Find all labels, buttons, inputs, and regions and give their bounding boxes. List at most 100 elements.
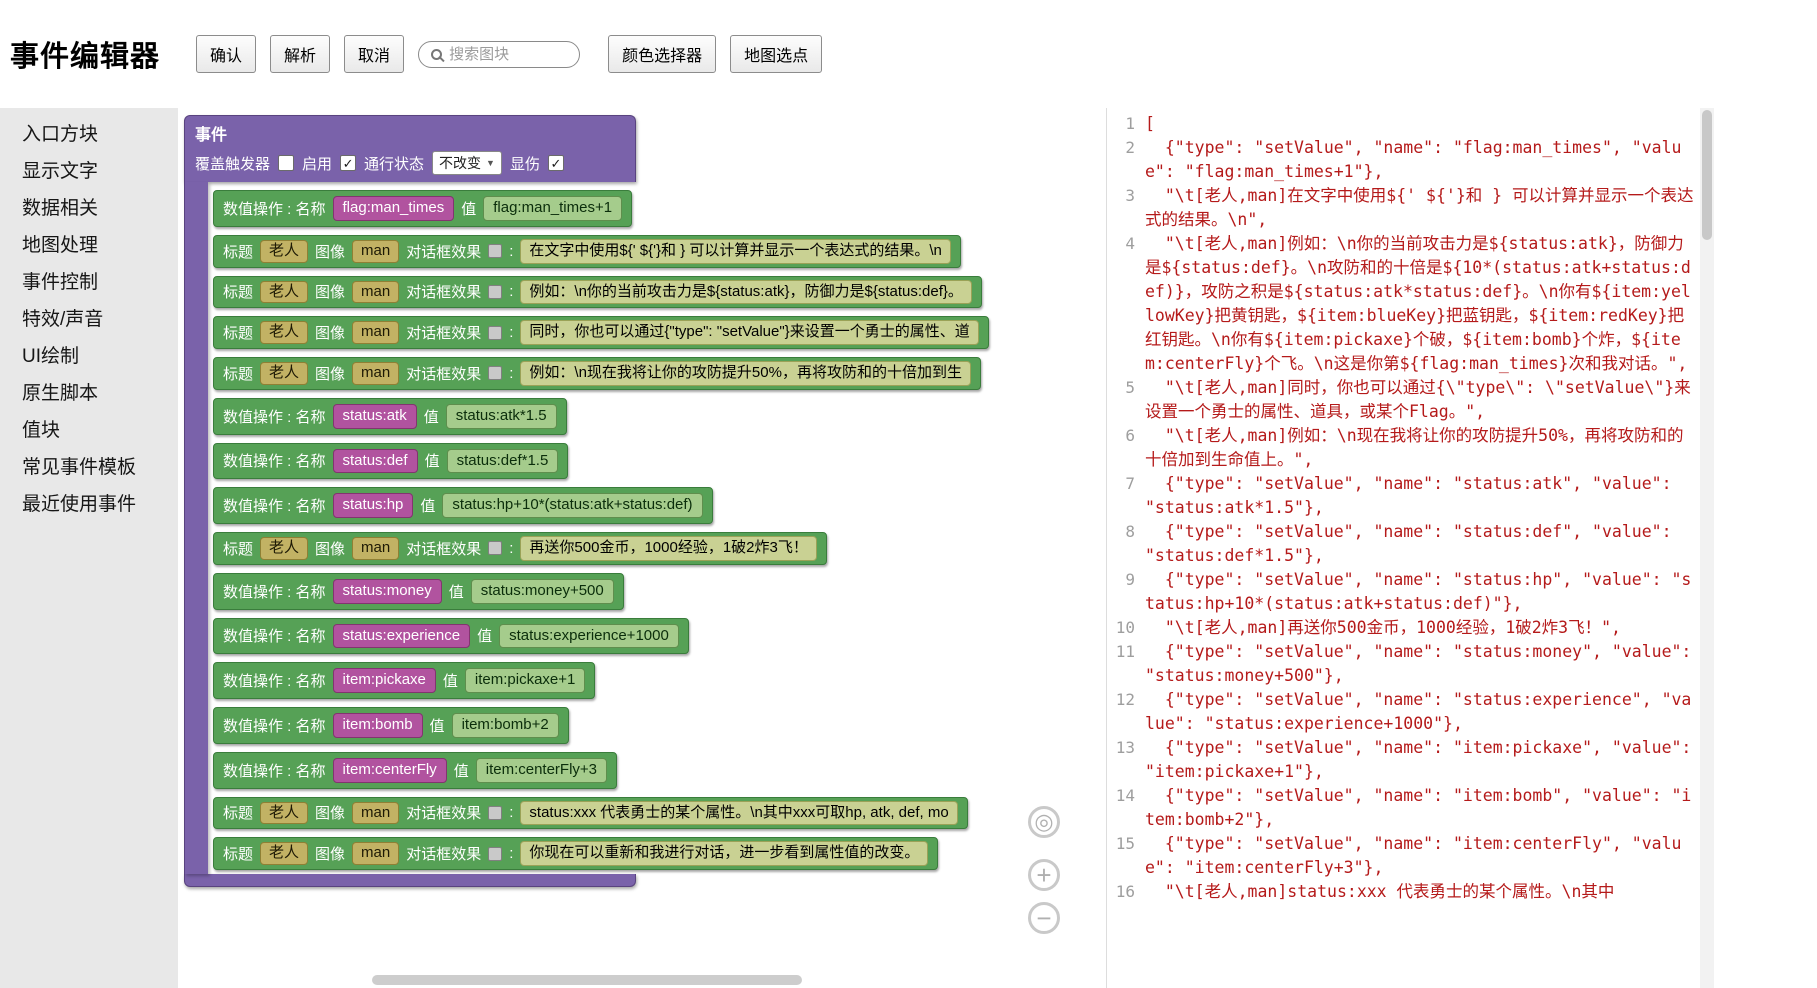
effect-checkbox[interactable] [488, 244, 503, 259]
image-field[interactable]: man [352, 537, 400, 560]
show-text-block[interactable]: 标题 老人 图像 man 对话框效果 : 你现在可以重新和我进行对话，进一步看到… [213, 837, 939, 870]
show-text-block[interactable]: 标题 老人 图像 man 对话框效果 : 同时，你也可以通过{"type": "… [213, 316, 989, 349]
image-field[interactable]: man [352, 842, 400, 865]
sidebar-item-effects-sound[interactable]: 特效/声音 [22, 309, 104, 330]
name-field[interactable]: status:atk [332, 403, 417, 429]
dialog-text-field[interactable]: status:xxx 代表勇士的某个属性。\n其中xxx可取hp, atk, d… [520, 800, 958, 826]
parse-button[interactable]: 解析 [270, 35, 331, 73]
sidebar-item-native-script[interactable]: 原生脚本 [22, 383, 99, 404]
show-text-block[interactable]: 标题 老人 图像 man 对话框效果 : 再送你500金币，1000经验，1破2… [213, 532, 827, 565]
horizontal-scrollbar[interactable] [372, 975, 802, 985]
show-text-block[interactable]: 标题 老人 图像 man 对话框效果 : status:xxx 代表勇士的某个属… [213, 796, 968, 830]
title-field[interactable]: 老人 [260, 842, 309, 865]
title-field[interactable]: 老人 [260, 321, 309, 344]
title-field[interactable]: 老人 [260, 362, 309, 385]
code-line: 2 {"type": "setValue", "name": "flag:man… [1107, 136, 1700, 184]
image-field[interactable]: man [352, 801, 400, 825]
name-field[interactable]: status:experience [332, 623, 471, 649]
vertical-scrollbar[interactable] [1700, 108, 1714, 988]
effect-checkbox[interactable] [488, 284, 503, 299]
sidebar-item-data[interactable]: 数据相关 [22, 198, 99, 219]
setvalue-block[interactable]: 数值操作 : 名称 flag:man_times 值 flag:man_time… [213, 190, 633, 227]
value-field[interactable]: item:centerFly+3 [475, 757, 608, 783]
name-field[interactable]: flag:man_times [332, 196, 455, 221]
name-field[interactable]: item:pickaxe [332, 668, 436, 693]
effect-label: 对话框效果 [406, 284, 482, 302]
value-field[interactable]: item:pickaxe+1 [464, 668, 586, 693]
value-field[interactable]: status:hp+10*(status:atk+status:def) [442, 493, 703, 518]
dialog-text-field[interactable]: 例如：\n你的当前攻击力是${status:atk}，防御力是${status:… [520, 279, 972, 305]
damage-checkbox[interactable]: ✓ [547, 155, 564, 171]
title-field[interactable]: 老人 [260, 239, 309, 263]
effect-checkbox[interactable] [488, 541, 503, 556]
enable-checkbox[interactable]: ✓ [340, 155, 357, 171]
setvalue-block[interactable]: 数值操作 : 名称 status:experience 值 status:exp… [213, 617, 689, 655]
blockly-workspace[interactable]: 事件 覆盖触发器 启用 ✓ 通行状态 不改变 ▼ 显伤 ✓ 数值操作 : 名称 [178, 108, 1106, 988]
value-field[interactable]: status:def*1.5 [446, 448, 559, 474]
setvalue-block[interactable]: 数值操作 : 名称 item:pickaxe 值 item:pickaxe+1 [213, 662, 596, 699]
value-label: 值 [429, 717, 445, 735]
color-picker-button[interactable]: 颜色选择器 [608, 35, 717, 73]
name-field[interactable]: item:bomb [332, 713, 423, 738]
name-field[interactable]: status:money [332, 578, 442, 604]
title-label: 标题 [223, 540, 254, 558]
code-editor[interactable]: 1 [ 2 {"type": "setValue", "name": "flag… [1106, 108, 1700, 988]
confirm-button[interactable]: 确认 [196, 35, 257, 73]
setvalue-block[interactable]: 数值操作 : 名称 status:money 值 status:money+50… [213, 572, 624, 610]
effect-checkbox[interactable] [488, 805, 503, 820]
image-field[interactable]: man [352, 239, 400, 263]
sidebar-item-common-templates[interactable]: 常见事件模板 [22, 457, 137, 478]
show-text-block[interactable]: 标题 老人 图像 man 对话框效果 : 例如：\n你的当前攻击力是${stat… [213, 275, 982, 309]
value-field[interactable]: status:experience+1000 [499, 623, 679, 649]
setvalue-block[interactable]: 数值操作 : 名称 status:hp 值 status:hp+10*(stat… [213, 487, 713, 524]
value-label: 值 [423, 408, 439, 426]
map-pick-button[interactable]: 地图选点 [730, 35, 823, 73]
override-trigger-checkbox[interactable] [278, 155, 295, 171]
setvalue-block[interactable]: 数值操作 : 名称 status:def 值 status:def*1.5 [213, 442, 569, 480]
setvalue-block[interactable]: 数值操作 : 名称 status:atk 值 status:atk*1.5 [213, 397, 567, 435]
event-block[interactable]: 事件 覆盖触发器 启用 ✓ 通行状态 不改变 ▼ 显伤 ✓ 数值操作 : 名称 [184, 115, 989, 887]
zoom-out-button[interactable]: − [1028, 902, 1060, 934]
dialog-text-field[interactable]: 同时，你也可以通过{"type": "setValue"}来设置一个勇士的属性、… [520, 320, 979, 345]
effect-checkbox[interactable] [488, 846, 503, 861]
value-field[interactable]: status:money+500 [470, 578, 614, 604]
search-input[interactable] [449, 45, 568, 63]
sidebar-item-event-control[interactable]: 事件控制 [22, 272, 99, 293]
name-field[interactable]: item:centerFly [332, 757, 447, 783]
image-field[interactable]: man [352, 362, 400, 385]
pass-status-dropdown[interactable]: 不改变 ▼ [432, 151, 502, 175]
sidebar-item-entry-blocks[interactable]: 入口方块 [22, 124, 99, 145]
vertical-scrollbar-thumb[interactable] [1702, 110, 1712, 240]
cancel-button[interactable]: 取消 [344, 35, 405, 73]
value-field[interactable]: flag:man_times+1 [483, 196, 623, 221]
zoom-reset-button[interactable]: ◎ [1028, 806, 1060, 838]
code-line: 13 {"type": "setValue", "name": "item:pi… [1107, 736, 1700, 784]
sidebar-item-recent-events[interactable]: 最近使用事件 [22, 494, 137, 515]
show-text-block[interactable]: 标题 老人 图像 man 对话框效果 : 例如：\n现在我将让你的攻防提升50%… [213, 357, 981, 390]
title-field[interactable]: 老人 [260, 537, 309, 560]
sidebar-item-show-text[interactable]: 显示文字 [22, 161, 99, 182]
value-field[interactable]: status:atk*1.5 [445, 403, 557, 429]
setvalue-block[interactable]: 数值操作 : 名称 item:centerFly 值 item:centerFl… [213, 751, 618, 789]
search-box[interactable] [418, 40, 581, 68]
effect-checkbox[interactable] [488, 366, 503, 381]
sidebar-item-map[interactable]: 地图处理 [22, 235, 99, 256]
name-field[interactable]: status:def [332, 448, 418, 474]
dialog-text-field[interactable]: 例如：\n现在我将让你的攻防提升50%，再将攻防和的十倍加到生 [520, 361, 971, 386]
show-text-block[interactable]: 标题 老人 图像 man 对话框效果 : 在文字中使用${' ${'}和 } 可… [213, 234, 961, 268]
zoom-in-button[interactable]: + [1028, 859, 1060, 891]
dialog-text-field[interactable]: 在文字中使用${' ${'}和 } 可以计算并显示一个表达式的结果。\n [520, 238, 951, 264]
title-field[interactable]: 老人 [260, 801, 309, 825]
sidebar-item-ui-draw[interactable]: UI绘制 [22, 346, 80, 367]
name-field[interactable]: status:hp [332, 493, 414, 518]
title-field[interactable]: 老人 [260, 280, 309, 304]
value-field[interactable]: item:bomb+2 [451, 713, 559, 738]
effect-checkbox[interactable] [488, 325, 503, 340]
image-field[interactable]: man [352, 280, 400, 304]
dialog-text-field[interactable]: 再送你500金币，1000经验，1破2炸3飞！ [520, 536, 817, 561]
dialog-text-field[interactable]: 你现在可以重新和我进行对话，进一步看到属性值的改变。 [520, 841, 929, 866]
sidebar-item-value-blocks[interactable]: 值块 [22, 420, 61, 441]
image-field[interactable]: man [352, 321, 400, 344]
setvalue-block[interactable]: 数值操作 : 名称 item:bomb 值 item:bomb+2 [213, 707, 569, 744]
event-block-header[interactable]: 事件 覆盖触发器 启用 ✓ 通行状态 不改变 ▼ 显伤 ✓ [184, 115, 636, 182]
